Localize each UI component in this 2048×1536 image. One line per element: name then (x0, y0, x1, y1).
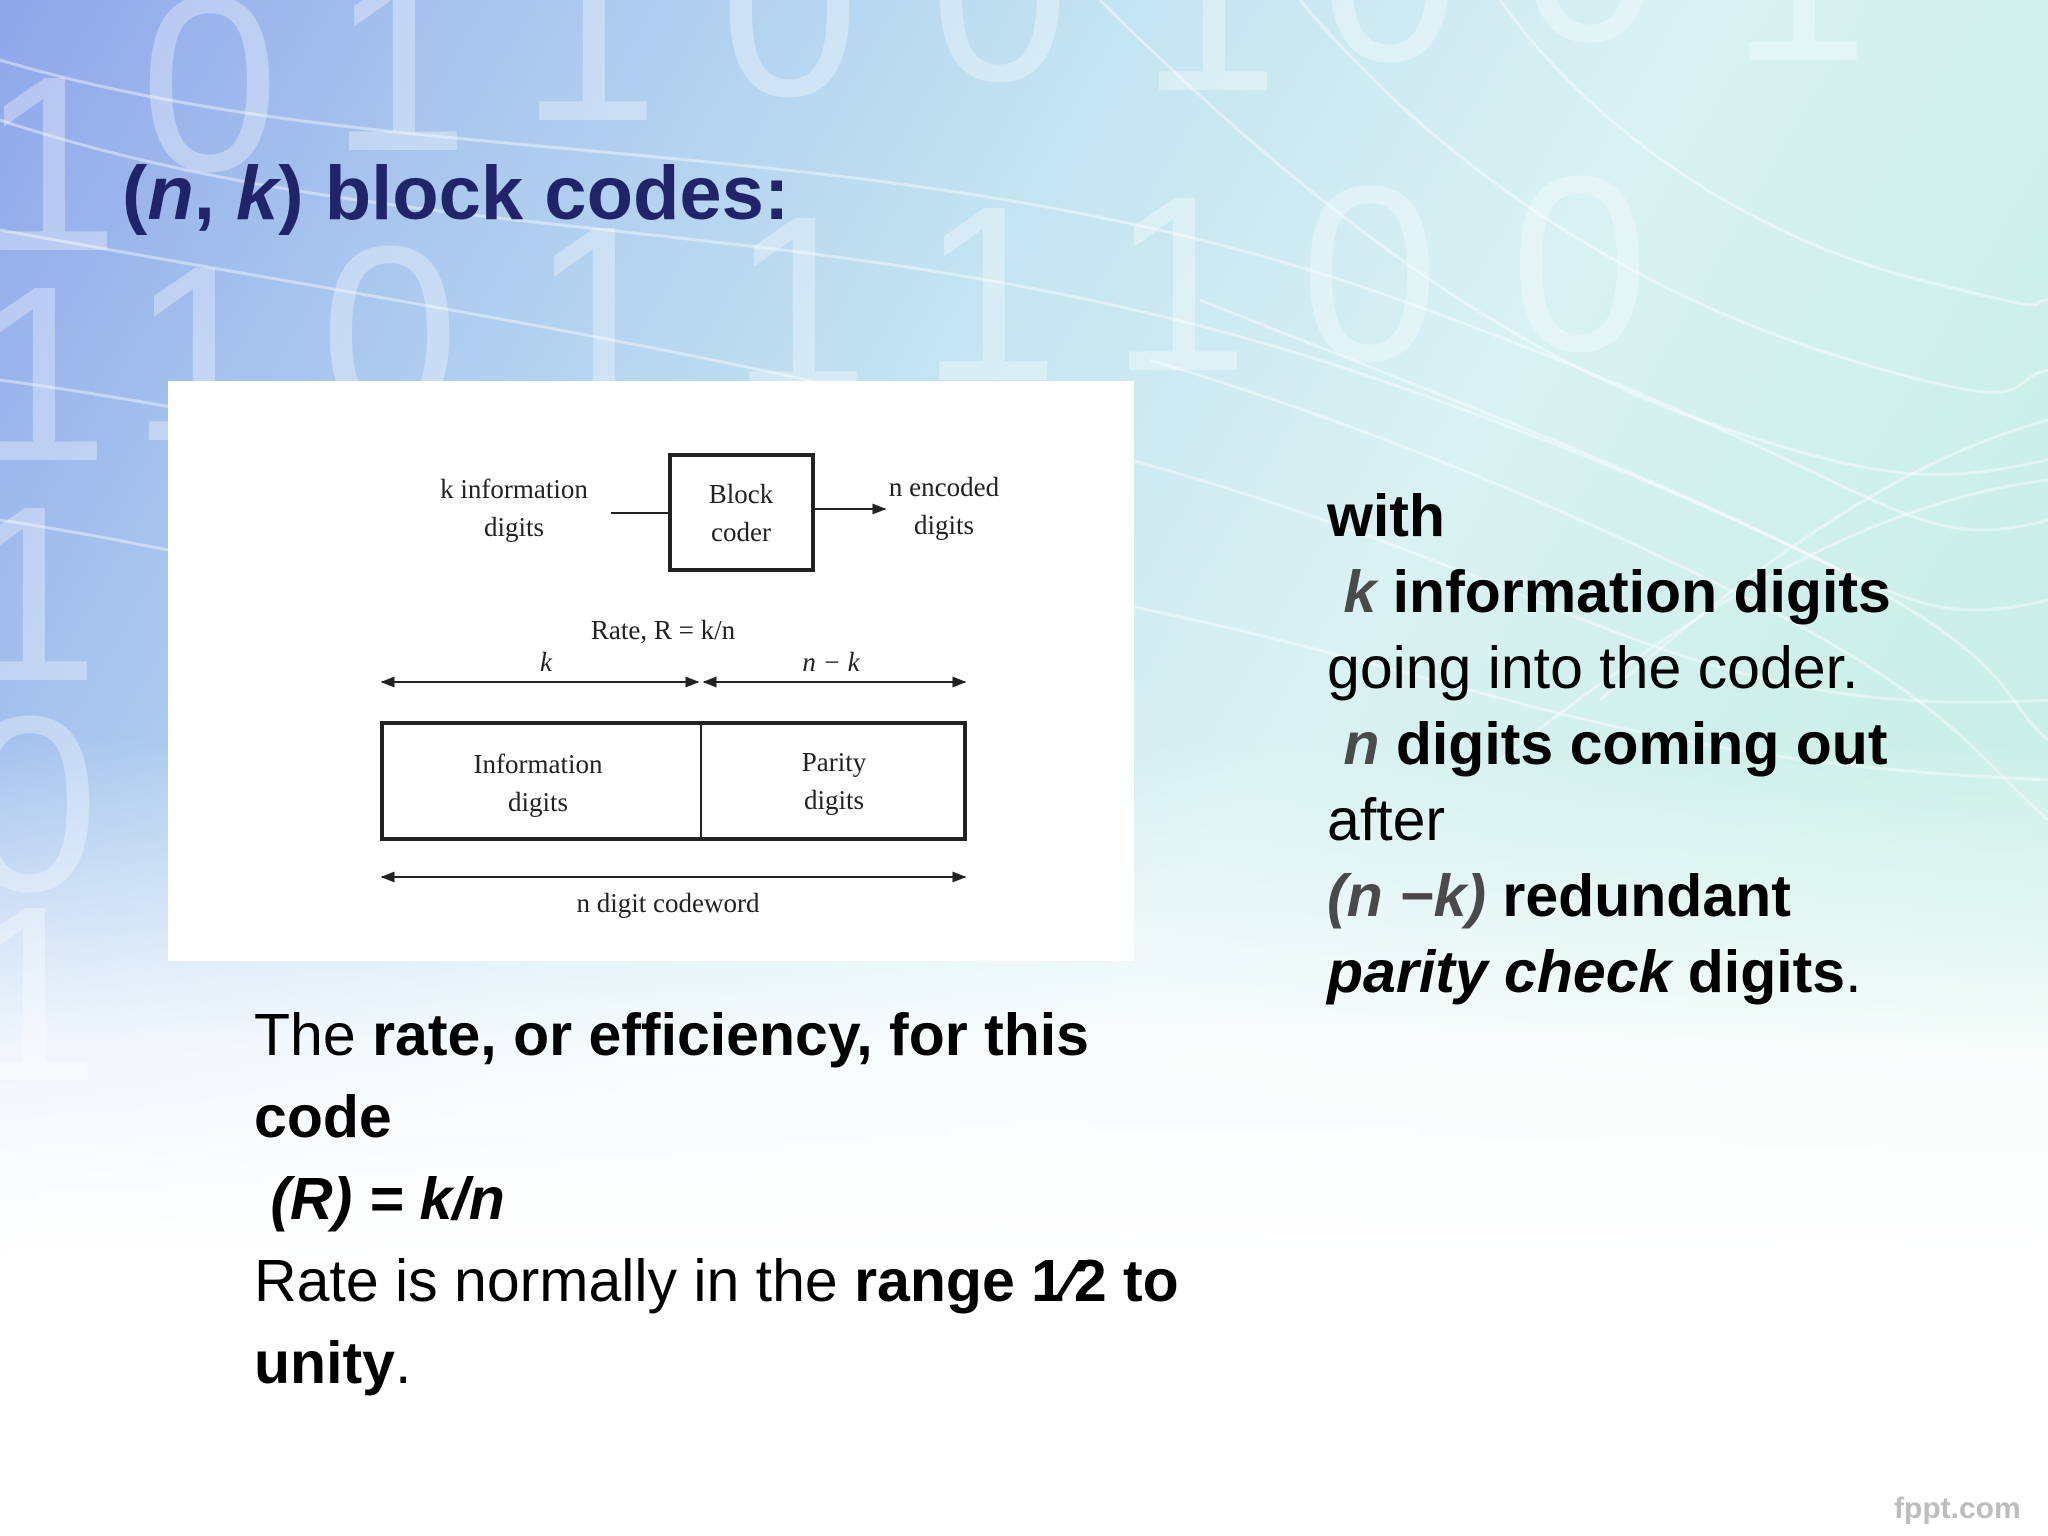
title-var-k: k (235, 151, 279, 236)
rate-description: The rate, or efficiency, for this code (… (254, 994, 1354, 1404)
text-line: going into the coder. (1327, 635, 1859, 701)
input-label-line2: digits (484, 512, 544, 542)
var-n-minus-k: (n −k) (1327, 863, 1486, 929)
parity-digits-label-line2: digits (804, 785, 864, 815)
n-minus-k-label: n − k (802, 647, 860, 677)
title-var-n: n (147, 151, 194, 236)
codeword-label: n digit codeword (577, 888, 760, 918)
text-line: k information digits (1343, 559, 1891, 625)
coder-label-line2: coder (711, 517, 771, 547)
text-line: after (1327, 787, 1446, 853)
slide-title: (n, k) block codes: (122, 151, 790, 236)
rate-formula: (R) = k/n (270, 1166, 505, 1232)
info-digits-label-line1: Information (474, 749, 603, 779)
text-line: n digits coming out (1343, 711, 1888, 777)
text-line: (n −k) redundant (1327, 863, 1791, 929)
input-label-line1: k information (440, 474, 588, 504)
text-line: The rate, or efficiency, for this (254, 1002, 1089, 1068)
text-line: unity. (254, 1330, 412, 1396)
info-digits-label-line2: digits (508, 787, 568, 817)
codeword-box (380, 721, 967, 841)
k-label: k (540, 647, 553, 677)
parity-digits-label-line1: Parity (802, 747, 867, 777)
var-k: k (1343, 559, 1377, 625)
rate-label: Rate, R = k/n (591, 615, 736, 645)
coder-label-line1: Block (709, 479, 774, 509)
text-line: Rate is normally in the range 1⁄2 to (254, 1248, 1179, 1314)
text-line: with (1327, 483, 1445, 549)
var-n: n (1343, 711, 1380, 777)
text-line: code (254, 1084, 392, 1150)
block-code-diagram: k information digits Block coder n encod… (168, 381, 1134, 961)
block-coder-box (668, 453, 815, 572)
output-label-line2: digits (914, 510, 974, 540)
text-line: parity check digits. (1327, 939, 1862, 1005)
output-label-line1: n encoded (889, 472, 1000, 502)
definition-text: with k information digits going into the… (1327, 478, 2027, 1010)
fppt-watermark: fppt.com (1894, 1492, 2021, 1525)
